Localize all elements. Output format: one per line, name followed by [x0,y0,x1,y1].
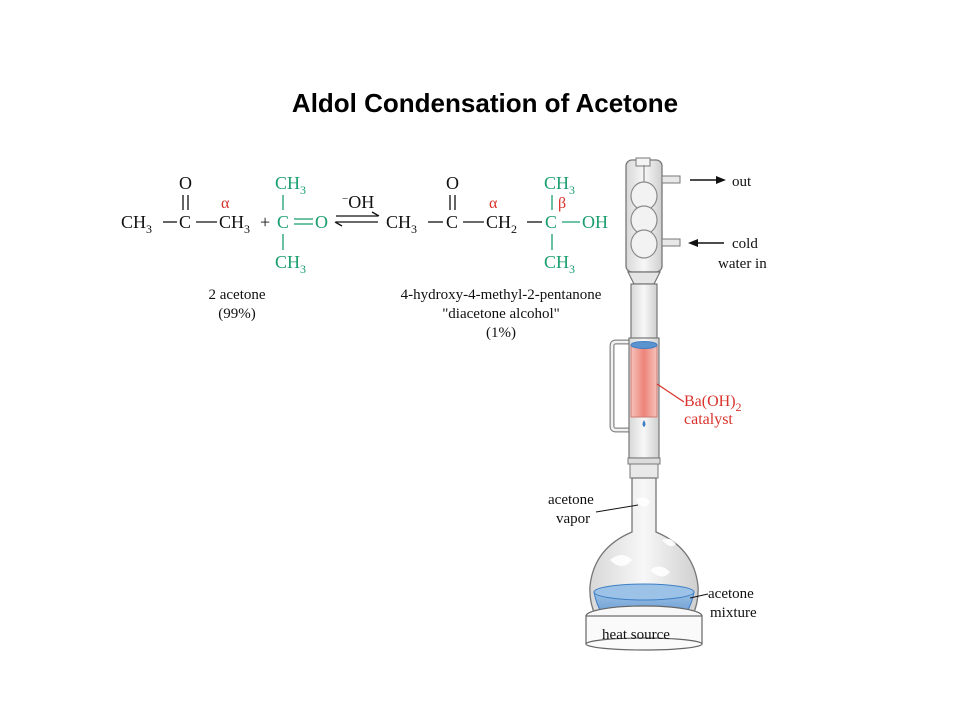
heat-source-label: heat source [602,627,670,643]
reactant-label: 2 acetone [208,287,265,303]
methyl-bottom: CH3 [275,252,306,276]
product-methyl-left: CH3 [386,212,417,236]
alpha-label: α [221,195,230,212]
carbonyl-carbon: C [179,212,191,232]
condenser [625,157,681,285]
siphon-drop [642,420,646,427]
out-label: out [732,174,752,190]
product-hydroxyl: OH [582,212,608,232]
product-methyl-top: CH3 [544,173,575,197]
acetone-molecule-second: CH3 C O CH3 [275,173,328,276]
diacetone-alcohol-molecule: O α CH3 C CH2 C OH CH3 β CH3 [386,173,608,276]
mixture-label-line1: acetone [708,586,754,602]
reactant-percent: (99%) [218,306,256,322]
product-percent: (1%) [486,325,516,341]
catalyst-thimble [630,344,658,418]
catalyst-label: catalyst [684,411,733,428]
reagent-label: −OH [342,192,374,212]
vapor-label-line1: acetone [548,492,594,508]
carbonyl-oxygen: O [179,173,192,193]
product-alpha-label: α [489,195,498,212]
product-carbonyl-oxygen: O [446,173,459,193]
cold-label: cold [732,236,758,252]
methyl-left: CH3 [121,212,152,236]
soxhlet-apparatus: out cold water in Ba(OH)2 catalyst [548,157,767,651]
catalyst-formula: Ba(OH)2 [684,393,742,414]
product-quaternary-carbon: C [545,212,557,232]
vapor-label-line2: vapor [556,511,590,527]
methyl-right: CH3 [219,212,250,236]
acetone-molecule: O α CH3 C CH3 + [121,173,270,236]
water-arrows [688,176,726,247]
page-title: Aldol Condensation of Acetone [291,88,679,118]
methyl-top: CH3 [275,173,306,197]
plus-sign: + [260,212,270,232]
product-carbonyl-carbon: C [446,212,458,232]
thimble-liquid [630,341,658,349]
mixture-label-line2: mixture [710,605,757,621]
carbonyl-carbon-second: C [277,212,289,232]
carbonyl-oxygen-second: O [315,212,328,232]
beta-label: β [558,195,566,212]
product-common-name: "diacetone alcohol" [442,306,560,322]
product-name: 4-hydroxy-4-methyl-2-pentanone [401,287,602,303]
product-methyl-bottom: CH3 [544,252,575,276]
reaction-captions: 2 acetone (99%) 4-hydroxy-4-methyl-2-pen… [208,287,601,341]
product-methylene: CH2 [486,212,517,236]
equilibrium-arrow: −OH [334,192,380,227]
heat-source [585,605,703,651]
water-in-label: water in [718,256,767,272]
